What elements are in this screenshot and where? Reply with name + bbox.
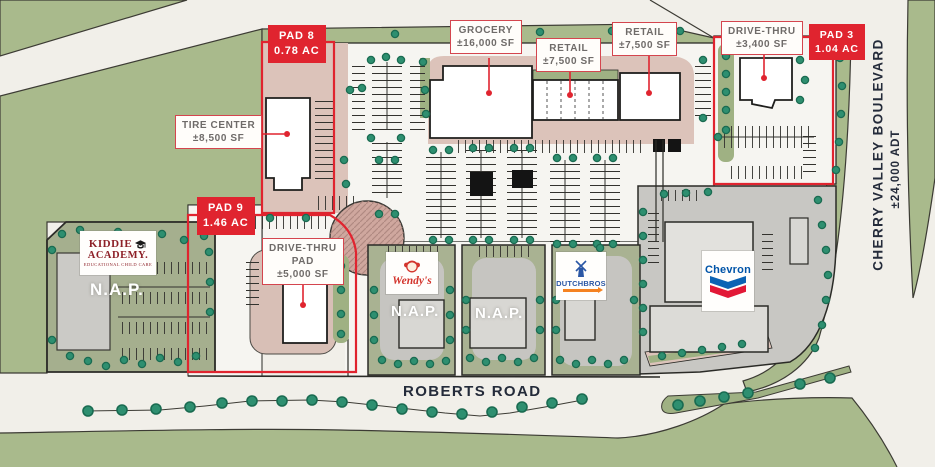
pad3-area: 1.04 AC xyxy=(815,43,859,56)
grocery-label[interactable]: GROCERY ±16,000 SF xyxy=(450,20,522,54)
kiddie-academy-tagline: EDUCATIONAL CHILD CARE xyxy=(83,262,153,268)
retail-east-label[interactable]: RETAIL ±7,500 SF xyxy=(612,22,678,56)
dutch-bros-arrow xyxy=(563,287,603,293)
nap-wendys-label: N.A.P. xyxy=(391,303,440,320)
chevron-blue-mark xyxy=(710,276,746,289)
pad3-name: PAD 3 xyxy=(819,29,854,41)
dutch-bros-word1: DUTCH xyxy=(556,279,584,288)
retail-east-name: RETAIL xyxy=(625,27,665,38)
grocery-name: GROCERY xyxy=(458,25,514,36)
windmill-icon xyxy=(575,260,587,277)
retail-west-label[interactable]: RETAIL ±7,500 SF xyxy=(536,38,602,72)
retail-west-size: ±7,500 SF xyxy=(543,56,595,67)
chevron-logo[interactable]: Chevron xyxy=(702,251,754,311)
kiddie-academy-line1: KIDDIE xyxy=(88,237,147,251)
cherry-valley-label: CHERRY VALLEY BOULEVARD xyxy=(870,38,886,271)
drive-thru-pad-name1: DRIVE-THRU xyxy=(269,243,337,254)
drive-thru-pad-size: ±5,000 SF xyxy=(277,269,329,280)
tire-center-label[interactable]: TIRE CENTER ±8,500 SF xyxy=(175,115,263,149)
nap-middle-label: N.A.P. xyxy=(475,305,524,322)
pad9-area: 1.46 AC xyxy=(203,216,249,229)
cherry-valley-adt-label: ±24,000 ADT xyxy=(890,129,902,209)
pad3-label[interactable]: PAD 3 1.04 AC xyxy=(809,24,865,61)
dutch-bros-wordmark: DUTCHBROS xyxy=(556,279,606,288)
pad8-name: PAD 8 xyxy=(278,30,315,42)
kiddie-academy-logo[interactable]: KIDDIE ACADEMY. EDUCATIONAL CHILD CARE xyxy=(80,231,156,275)
pad8-area: 0.78 AC xyxy=(274,44,320,57)
kiddie-academy-line2: ACADEMY. xyxy=(87,250,149,262)
nap-kiddie-label: N.A.P. xyxy=(90,280,144,299)
pad9-label[interactable]: PAD 9 1.46 AC xyxy=(197,197,255,235)
dutch-bros-word2: BROS xyxy=(583,279,606,288)
pad8-label[interactable]: PAD 8 0.78 AC xyxy=(268,25,326,63)
grocery-size: ±16,000 SF xyxy=(457,38,515,49)
dutch-bros-logo[interactable]: DUTCHBROS xyxy=(556,252,606,300)
wendys-wordmark: Wendy's xyxy=(392,275,432,287)
drive-thru-name: DRIVE-THRU xyxy=(728,26,796,37)
wendys-logo[interactable]: Wendy's xyxy=(386,252,438,294)
graduation-cap-icon xyxy=(135,240,147,249)
tire-center-size: ±8,500 SF xyxy=(192,133,245,144)
retail-east-size: ±7,500 SF xyxy=(619,40,671,51)
kiddie-academy-word1: KIDDIE xyxy=(88,237,133,250)
drive-thru-size: ±3,400 SF xyxy=(736,39,788,50)
chevron-wordmark: Chevron xyxy=(704,264,752,276)
chevron-red-mark xyxy=(710,285,746,298)
tire-center-name: TIRE CENTER xyxy=(182,120,256,131)
drive-thru-pad-name2: PAD xyxy=(291,256,314,267)
retail-west-name: RETAIL xyxy=(549,43,589,54)
roberts-road-label: ROBERTS ROAD xyxy=(403,383,542,400)
wendys-girl-icon xyxy=(404,260,420,273)
pad9-name: PAD 9 xyxy=(207,202,244,214)
drive-thru-label[interactable]: DRIVE-THRU ±3,400 SF xyxy=(721,21,803,55)
drive-thru-pad-label[interactable]: DRIVE-THRU PAD ±5,000 SF xyxy=(262,238,344,285)
